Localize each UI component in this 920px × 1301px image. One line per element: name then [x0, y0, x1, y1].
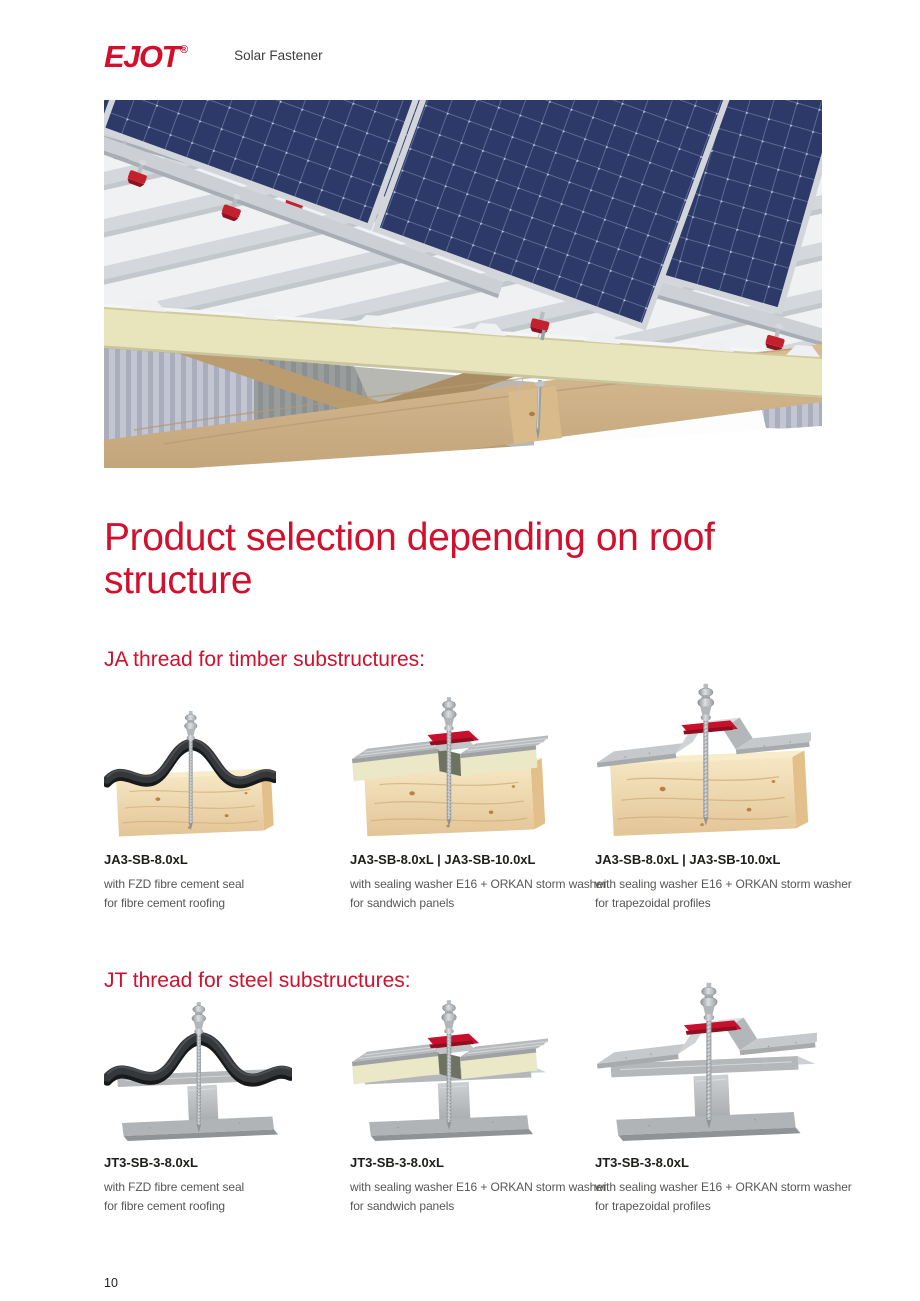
- document-subtitle: Solar Fastener: [234, 48, 323, 63]
- product-description: with sealing washer E16 + ORKAN storm wa…: [350, 875, 607, 913]
- illustration-timber-sandwich-panel: [350, 684, 595, 838]
- product-desc-line1: with FZD fibre cement seal: [104, 877, 245, 891]
- illustration-steel-sandwich-panel: [350, 999, 595, 1141]
- product-name: JT3-SB-3-8.0xL: [350, 1155, 444, 1170]
- product-description: with FZD fibre cement seal for fibre ceme…: [104, 1178, 350, 1216]
- catalog-page: EJOT® Solar Fastener: [104, 0, 852, 1290]
- product-card-steel-trapezoidal: JT3-SB-3-8.0xL with sealing washer E16 +…: [595, 982, 852, 1216]
- page-footer: 10: [104, 1276, 822, 1290]
- product-desc-line2: for fibre cement roofing: [104, 896, 225, 910]
- product-description: with FZD fibre cement seal for fibre ceme…: [104, 875, 350, 913]
- product-desc-line2: for sandwich panels: [350, 896, 455, 910]
- timber-fibre-cement-graphic: [104, 711, 276, 838]
- product-description: with sealing washer E16 + ORKAN storm wa…: [595, 875, 852, 913]
- product-name: JA3-SB-8.0xL | JA3-SB-10.0xL: [350, 852, 536, 867]
- section-ja-timber: JA thread for timber substructures: JA3-…: [104, 648, 852, 913]
- product-grid-ja: JA3-SB-8.0xL with FZD fibre cement seal f…: [104, 683, 852, 913]
- product-desc-line1: with sealing washer E16 + ORKAN storm wa…: [350, 1180, 607, 1194]
- product-description: with sealing washer E16 + ORKAN storm wa…: [350, 1178, 607, 1216]
- illustration-steel-fibre-cement: [104, 1001, 350, 1141]
- illustration-timber-fibre-cement: [104, 684, 350, 838]
- product-desc-line2: for fibre cement roofing: [104, 1199, 225, 1213]
- product-name: JT3-SB-3-8.0xL: [104, 1155, 198, 1170]
- product-desc-line2: for trapezoidal profiles: [595, 1199, 711, 1213]
- section-heading-jt: JT thread for steel substructures:: [104, 969, 411, 992]
- section-heading-ja: JA thread for timber substructures:: [104, 648, 425, 671]
- product-card-timber-sandwich: JA3-SB-8.0xL | JA3-SB-10.0xL with sealin…: [350, 684, 607, 913]
- product-desc-line1: with FZD fibre cement seal: [104, 1180, 245, 1194]
- ejot-logo-text: EJOT: [104, 39, 180, 74]
- product-desc-line1: with sealing washer E16 + ORKAN storm wa…: [595, 877, 852, 891]
- hero-roof-render: [104, 100, 822, 468]
- steel-fibre-cement-graphic: [104, 1002, 292, 1141]
- product-desc-line1: with sealing washer E16 + ORKAN storm wa…: [595, 1180, 852, 1194]
- product-name: JT3-SB-3-8.0xL: [595, 1155, 689, 1170]
- steel-trapezoidal-graphic: [596, 982, 817, 1141]
- illustration-steel-trapezoidal-profile: [595, 982, 822, 1141]
- section-jt-steel: JT thread for steel substructures: JT3-S…: [104, 969, 852, 1216]
- timber-trapezoidal-graphic: [596, 683, 811, 837]
- product-description: with sealing washer E16 + ORKAN storm wa…: [595, 1178, 852, 1216]
- product-name: JA3-SB-8.0xL: [104, 852, 188, 867]
- page-header: EJOT® Solar Fastener: [104, 36, 822, 72]
- product-card-steel-sandwich: JT3-SB-3-8.0xL with sealing washer E16 +…: [350, 999, 607, 1216]
- ejot-logo: EJOT®: [104, 36, 188, 77]
- product-desc-line2: for sandwich panels: [350, 1199, 455, 1213]
- illustration-timber-trapezoidal-profile: [595, 683, 822, 838]
- product-card-timber-fibre-cement: JA3-SB-8.0xL with FZD fibre cement seal f…: [104, 684, 350, 913]
- steel-sandwich-graphic: [351, 999, 548, 1141]
- product-desc-line2: for trapezoidal profiles: [595, 896, 711, 910]
- product-desc-line1: with sealing washer E16 + ORKAN storm wa…: [350, 877, 607, 891]
- timber-sandwich-graphic: [351, 696, 548, 837]
- product-grid-jt: JT3-SB-3-8.0xL with FZD fibre cement sea…: [104, 982, 852, 1216]
- hero-roof-render-graphic: [104, 100, 822, 468]
- registered-trademark-icon: ®: [179, 44, 189, 56]
- page-title: Product selection depending on roof stru…: [104, 516, 715, 602]
- product-name: JA3-SB-8.0xL | JA3-SB-10.0xL: [595, 852, 781, 867]
- product-card-timber-trapezoidal: JA3-SB-8.0xL | JA3-SB-10.0xL with sealin…: [595, 683, 852, 913]
- page-number: 10: [104, 1276, 118, 1290]
- product-card-steel-fibre-cement: JT3-SB-3-8.0xL with FZD fibre cement sea…: [104, 1001, 350, 1216]
